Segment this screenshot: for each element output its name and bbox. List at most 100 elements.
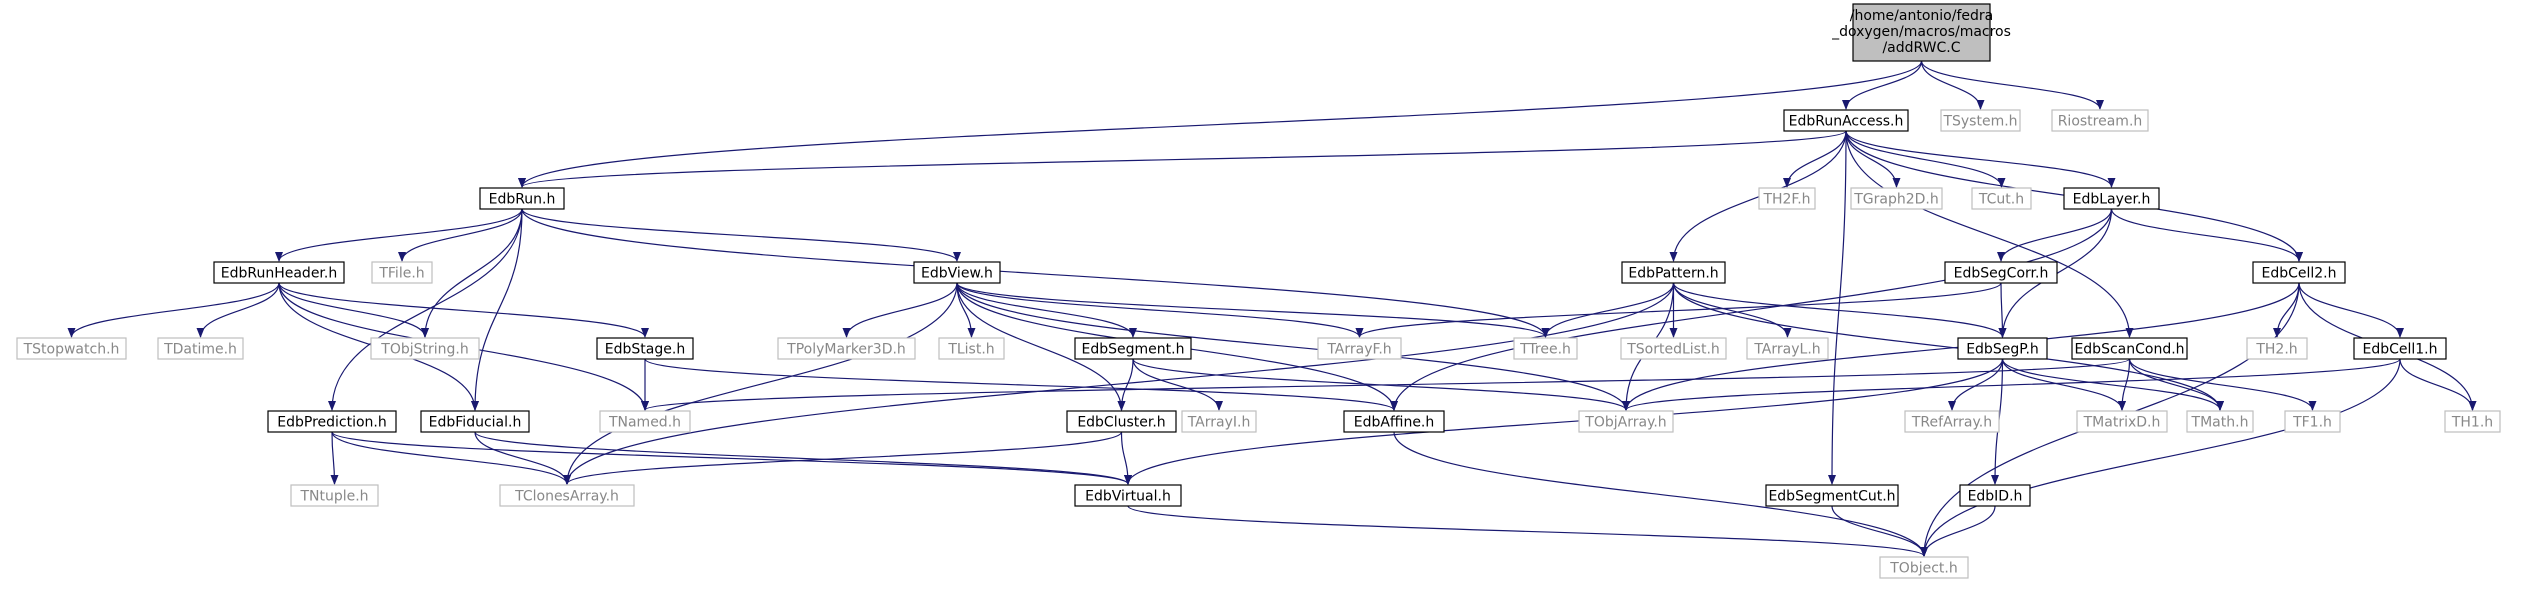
node-edb-cell2[interactable]: EdbCell2.h <box>2252 261 2346 284</box>
node-box <box>371 261 433 284</box>
node-tarray-l: TArrayL.h <box>1746 337 1829 360</box>
node-box <box>1578 410 1674 433</box>
node-edb-seg-p[interactable]: EdbSegP.h <box>1957 337 2048 360</box>
edge-edb-run-header-to-tobj-string <box>278 282 429 338</box>
node-edb-virtual[interactable]: EdbVirtual.h <box>1074 484 1182 507</box>
node-label: EdbPrediction.h <box>277 415 387 431</box>
node-label: TGraph2D.h <box>1853 192 1939 208</box>
node-tarray-i: TArrayI.h <box>1181 410 1257 433</box>
node-box <box>2444 410 2501 433</box>
node-tarray-f: TArrayF.h <box>1317 337 1402 360</box>
node-label: TF1.h <box>2292 415 2332 431</box>
edge-edb-pattern-to-edb-seg-p <box>1672 282 2007 338</box>
node-box <box>2252 261 2346 284</box>
node-edb-cell1[interactable]: EdbCell1.h <box>2353 337 2447 360</box>
node-label: EdbRun.h <box>489 192 556 208</box>
edge-edb-run-to-tobj-string <box>421 208 523 338</box>
node-label: TH1.h <box>2451 415 2493 431</box>
node-label: TSortedList.h <box>1626 342 1720 358</box>
node-tmath: TMath.h <box>2186 410 2254 433</box>
node-edb-layer[interactable]: EdbLayer.h <box>2063 187 2160 210</box>
node-box <box>479 187 565 210</box>
node-edb-cluster[interactable]: EdbCluster.h <box>1066 410 1177 433</box>
edge-edb-cluster-to-edb-virtual <box>1120 431 1132 485</box>
edge-edb-view-to-tpoly-marker3-d <box>842 282 958 338</box>
node-box <box>1852 3 1991 62</box>
node-edb-seg-corr[interactable]: EdbSegCorr.h <box>1944 261 2058 284</box>
edge-edb-pattern-to-tarray-l <box>1672 282 1792 338</box>
node-box <box>1317 337 1402 360</box>
node-edb-segment-cut[interactable]: EdbSegmentCut.h <box>1765 484 1899 507</box>
node-tgraph2-d: TGraph2D.h <box>1850 187 1943 210</box>
edge-edb-layer-to-edb-affine <box>1390 208 2113 411</box>
node-label: TList.h <box>947 342 994 358</box>
node-edb-run-access[interactable]: EdbRunAccess.h <box>1783 109 1909 132</box>
node-box <box>420 410 530 433</box>
edge-edb-run-header-to-tdatime <box>196 282 280 338</box>
node-label: EdbPattern.h <box>1628 266 1718 282</box>
node-tobj-string: TObjString.h <box>370 337 480 360</box>
node-label: EdbSegment.h <box>1082 342 1185 358</box>
node-box <box>2063 187 2160 210</box>
edge-edb-view-to-tclones-array <box>563 282 958 485</box>
node-tdatime: TDatime.h <box>157 337 244 360</box>
node-box <box>213 261 345 284</box>
edge-edb-virtual-to-tobject <box>1127 505 1928 557</box>
node-edb-fiducial[interactable]: EdbFiducial.h <box>420 410 530 433</box>
edge-edb-run-header-to-tstopwatch <box>67 282 280 338</box>
node-box <box>2076 410 2168 433</box>
node-label: TPolyMarker3D.h <box>786 342 906 358</box>
edge-root-to-edb-run <box>518 60 1923 188</box>
node-edb-scan-cond[interactable]: EdbScanCond.h <box>2071 337 2188 360</box>
node-label: TArrayI.h <box>1187 415 1251 431</box>
node-label: EdbVirtual.h <box>1085 489 1171 505</box>
node-box <box>157 337 244 360</box>
edge-edb-cluster-to-tclones-array <box>563 431 1123 485</box>
edge-edb-scan-cond-to-tnamed <box>641 358 2131 411</box>
node-edb-prediction[interactable]: EdbPrediction.h <box>267 410 397 433</box>
node-tlist: TList.h <box>938 337 1005 360</box>
node-edb-pattern[interactable]: EdbPattern.h <box>1621 261 1726 284</box>
node-label: EdbSegCorr.h <box>1954 266 2049 282</box>
node-tf1: TF1.h <box>2284 410 2341 433</box>
node-box <box>16 337 127 360</box>
node-label: EdbRunAccess.h <box>1789 114 1904 130</box>
edge-edb-prediction-to-tntuple <box>330 431 339 485</box>
edge-edb-run-to-tfile <box>398 208 523 262</box>
node-label: EdbCell1.h <box>2362 342 2437 358</box>
node-label: EdbFiducial.h <box>429 415 522 431</box>
node-label: TH2F.h <box>1762 192 1810 208</box>
node-edb-run[interactable]: EdbRun.h <box>479 187 565 210</box>
node-root[interactable]: /home/antonio/fedra_doxygen/macros/macro… <box>1831 3 2011 62</box>
node-edb-run-header[interactable]: EdbRunHeader.h <box>213 261 345 284</box>
edge-edb-run-access-to-edb-segment-cut <box>1828 130 1847 485</box>
edge-edb-seg-p-to-edb-virtual <box>1124 358 2004 485</box>
edge-edb-run-to-edb-run-header <box>275 208 523 262</box>
root-file-label-line: /addRWC.C <box>1882 40 1960 56</box>
node-box <box>2186 410 2254 433</box>
edge-edb-pattern-to-ttree <box>1541 282 1675 338</box>
edge-edb-cell1-to-tobject <box>1920 358 2401 557</box>
node-box <box>1971 187 2032 210</box>
node-label: TNtuple.h <box>299 489 368 505</box>
edge-edb-prediction-to-tclones-array <box>331 431 571 485</box>
node-edb-segment[interactable]: EdbSegment.h <box>1074 337 1192 360</box>
node-tmatrix-d: TMatrixD.h <box>2076 410 2168 433</box>
edge-edb-stage-to-edb-affine <box>644 358 1398 411</box>
edge-layer <box>67 60 2477 557</box>
node-tfile: TFile.h <box>371 261 433 284</box>
edge-edb-seg-p-to-tmath <box>2001 358 2224 411</box>
root-file-label-line: _doxygen/macros/macros <box>1831 24 2011 40</box>
node-label: EdbID.h <box>1968 489 2023 505</box>
node-edb-view[interactable]: EdbView.h <box>913 261 1001 284</box>
node-box <box>1621 261 1726 284</box>
node-box <box>596 337 694 360</box>
node-edb-affine[interactable]: EdbAffine.h <box>1343 410 1445 433</box>
node-ttree: TTree.h <box>1513 337 1578 360</box>
node-edb-stage[interactable]: EdbStage.h <box>596 337 694 360</box>
node-edb-id[interactable]: EdbID.h <box>1959 484 2031 507</box>
node-tcut: TCut.h <box>1971 187 2032 210</box>
node-box <box>1343 410 1445 433</box>
node-tsorted-list: TSortedList.h <box>1620 337 1727 360</box>
edge-edb-segment-to-tarray-i <box>1132 358 1223 411</box>
